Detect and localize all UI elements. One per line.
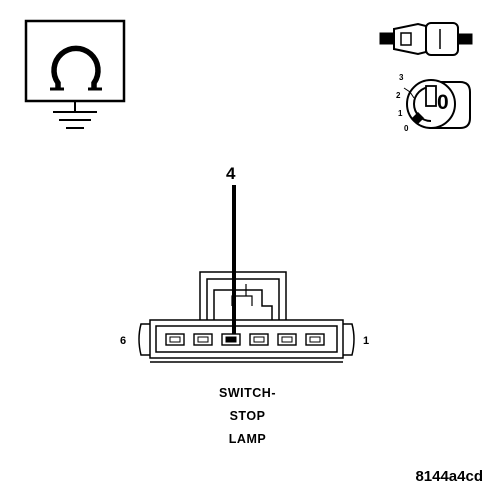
ignition-key-label: 0 — [437, 91, 449, 114]
pin-callout-number: 4 — [226, 164, 236, 183]
pin-left-number: 6 — [120, 335, 127, 347]
ignition-position-0: 0 — [404, 124, 409, 133]
pin-right-number: 1 — [363, 335, 370, 347]
ohmmeter-ground-icon — [24, 19, 126, 129]
ignition-position-2: 2 — [396, 91, 401, 100]
terminal-cavities — [165, 333, 325, 346]
terminal-cavity-inner — [253, 336, 265, 343]
terminal-cavity-inner — [309, 336, 321, 343]
connector-name-line-3: LAMP — [228, 432, 267, 446]
connector-name-line-1: SWITCH- — [219, 386, 276, 400]
terminal-cavity-inner — [197, 336, 209, 343]
connector-body — [138, 271, 355, 363]
ignition-key-icon — [403, 79, 471, 129]
connector-name-line-2: STOP — [229, 409, 266, 423]
terminal-cavity-active — [225, 336, 237, 343]
ignition-position-3: 3 — [399, 73, 404, 82]
ignition-position-1: 1 — [398, 109, 403, 118]
connector-plug-icon — [379, 22, 473, 56]
reference-code: 8144a4cd — [415, 468, 483, 485]
terminal-cavity-inner — [281, 336, 293, 343]
terminal-cavity-inner — [169, 336, 181, 343]
